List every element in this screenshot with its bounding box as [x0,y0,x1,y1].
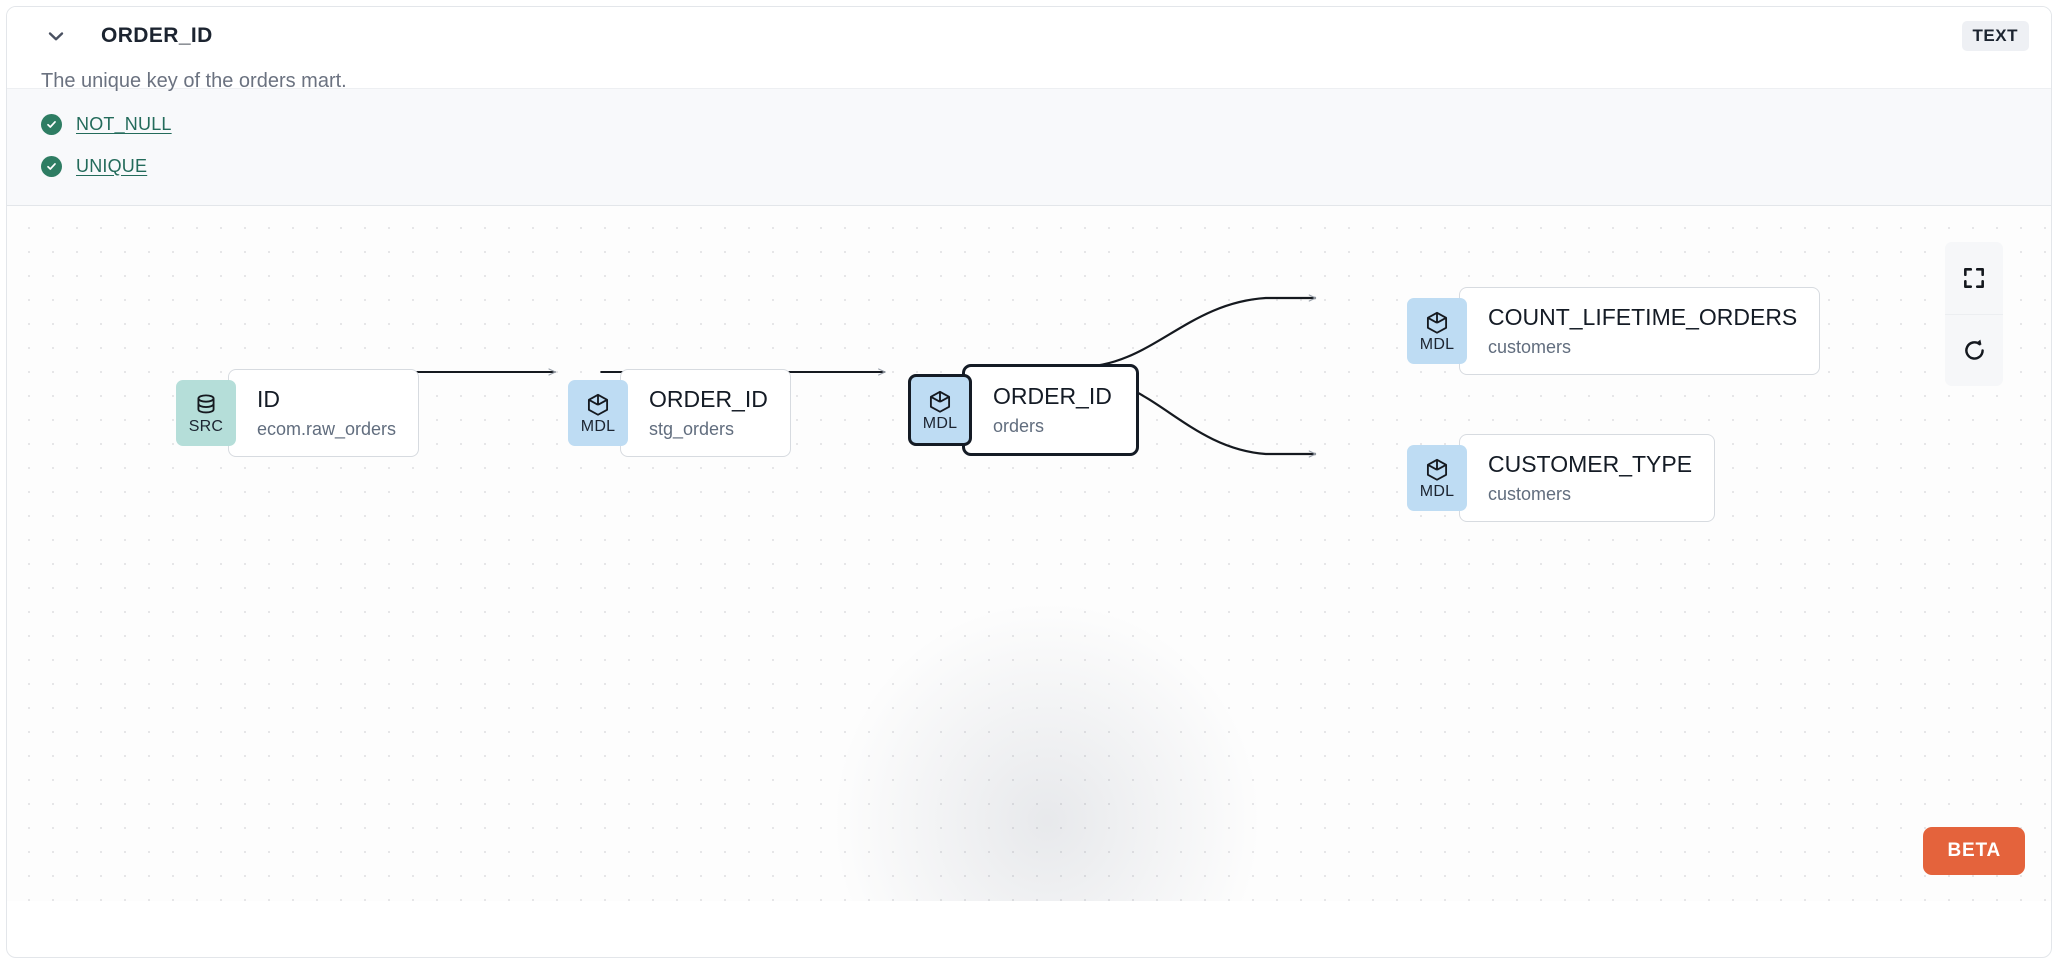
node-badge-mdl: MDL [1407,298,1467,364]
node-body: CUSTOMER_TYPE customers [1459,434,1716,522]
lineage-node-orders-selected[interactable]: MDL ORDER_ID orders [908,364,1139,456]
node-column-name: CUSTOMER_TYPE [1488,451,1693,477]
test-row[interactable]: NOT_NULL [41,103,2017,145]
node-body: ID ecom.raw_orders [228,369,420,457]
node-badge-mdl: MDL [568,380,628,446]
node-column-name: ORDER_ID [993,383,1112,409]
cube-icon [587,393,609,416]
fullscreen-icon [1964,268,1984,288]
node-badge-label: MDL [922,414,958,432]
database-icon [197,393,215,413]
test-link-not-null[interactable]: NOT_NULL [76,113,172,134]
node-body: ORDER_ID stg_orders [620,369,791,457]
canvas-controls [1945,242,2003,386]
cube-icon [1426,458,1448,481]
cube-icon [1426,311,1448,334]
beta-badge[interactable]: BETA [1923,827,2025,875]
node-column-name: ORDER_ID [649,386,768,412]
node-table-name: customers [1488,337,1572,357]
node-body: COUNT_LIFETIME_ORDERS customers [1459,287,1821,375]
test-row[interactable]: UNIQUE [41,145,2017,187]
node-badge-label: MDL [580,417,616,435]
node-badge-src: SRC [176,380,236,446]
cube-icon [929,390,951,413]
reset-view-button[interactable] [1945,314,2003,386]
check-circle-icon [41,113,62,135]
edge-orders-to-count-lifetime [1078,294,1317,369]
column-detail-panel: ORDER_ID TEXT The unique key of the orde… [6,6,2052,958]
node-badge-label: MDL [1419,482,1455,500]
node-table-name: customers [1488,484,1572,504]
page-title: ORDER_ID [101,24,213,47]
lineage-node-stg-orders[interactable]: MDL ORDER_ID stg_orders [568,369,791,457]
tests-section: NOT_NULL UNIQUE [7,88,2051,206]
node-column-name: ID [257,386,280,412]
refresh-icon [1964,339,1984,360]
selected-node-glow [837,606,1257,901]
panel-header: ORDER_ID TEXT The unique key of the orde… [7,7,2051,92]
chevron-down-icon[interactable] [41,21,71,51]
node-table-name: orders [993,416,1045,436]
node-table-name: ecom.raw_orders [257,419,397,439]
check-circle-icon [41,155,62,177]
lineage-node-src-id[interactable]: SRC ID ecom.raw_orders [176,369,420,457]
node-column-name: COUNT_LIFETIME_ORDERS [1488,304,1798,330]
fit-view-button[interactable] [1945,242,2003,314]
node-body: ORDER_ID orders [962,364,1139,456]
lineage-canvas[interactable]: SRC ID ecom.raw_orders MDL ORDER_ID stg_… [7,206,2051,901]
node-table-name: stg_orders [649,419,735,439]
test-link-unique[interactable]: UNIQUE [76,155,148,176]
node-badge-label: SRC [188,417,224,435]
lineage-node-customer-type[interactable]: MDL CUSTOMER_TYPE customers [1407,434,1716,522]
node-badge-label: MDL [1419,335,1455,353]
column-description: The unique key of the orders mart. [41,70,347,92]
node-badge-mdl: MDL [908,374,972,446]
node-badge-mdl: MDL [1407,445,1467,511]
lineage-node-count-lifetime-orders[interactable]: MDL COUNT_LIFETIME_ORDERS customers [1407,287,1821,375]
column-type-badge: TEXT [1961,21,2029,51]
